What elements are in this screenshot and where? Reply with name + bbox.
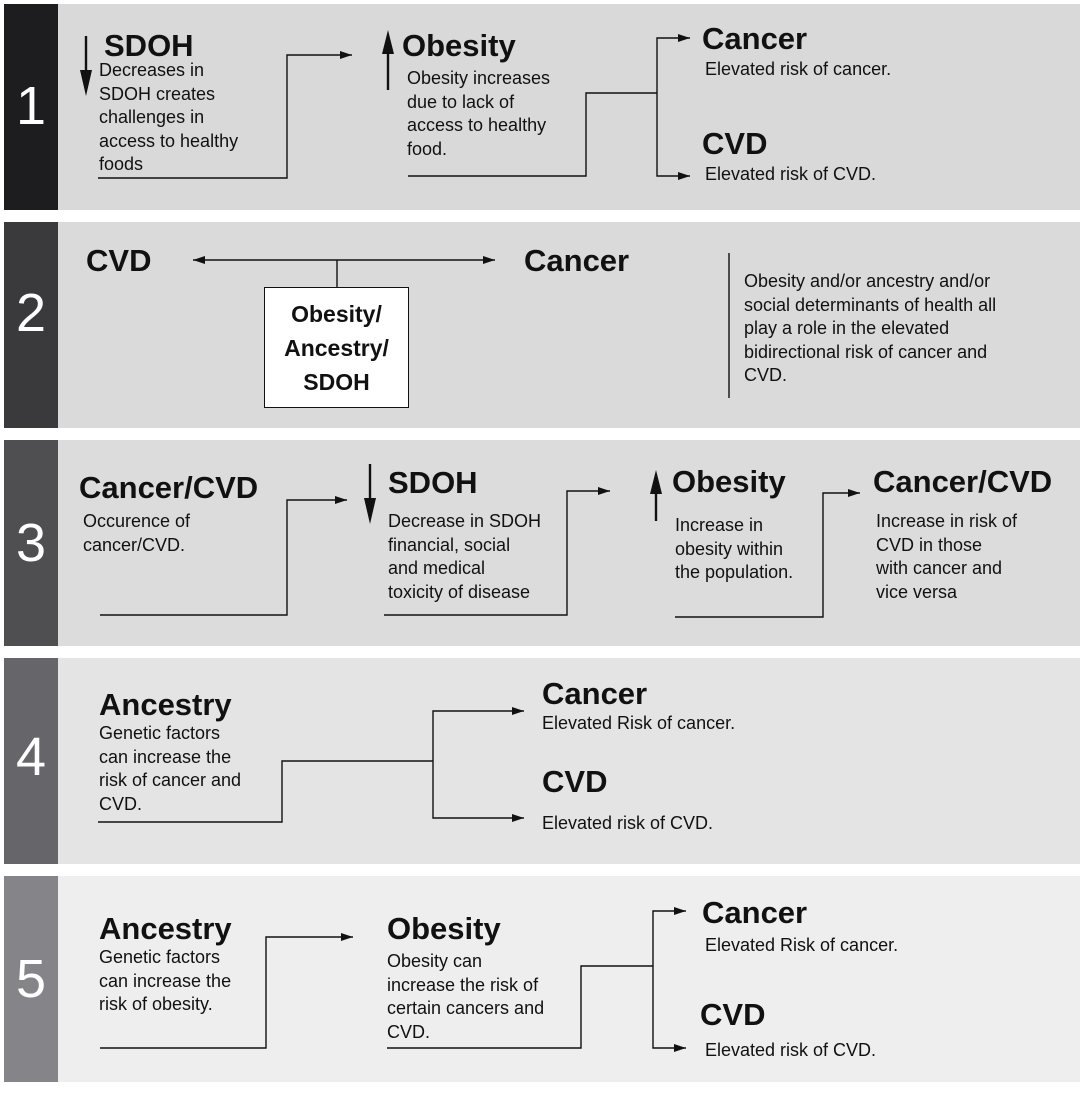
p1-obesity-description: Obesity increases due to lack of access … [407,68,551,159]
p4-cancer-heading: Cancer [542,676,648,711]
p1-connector-sdoh-to-obesity [98,51,352,179]
p3-sdoh-heading: SDOH [388,465,478,500]
p3-obesity-heading: Obesity [672,464,786,499]
p2-note: Obesity and/or ancestry and/or social de… [744,271,997,385]
p1-obesity-heading: Obesity [402,28,516,63]
p3-obesity-up-arrow-icon [650,470,662,494]
p3-connector-3 [675,489,860,618]
p1-connector-to-cancer [656,34,690,93]
p5-cancer-description: Elevated Risk of cancer. [705,935,899,955]
panel-2-number-block [4,222,58,428]
p5-ancestry-description: Genetic factors can increase the risk of… [99,947,232,1014]
p5-cvd-description: Elevated risk of CVD. [705,1040,877,1060]
p2-cancer-label: Cancer [524,243,630,278]
panel-4-background [58,658,1080,864]
sdoh-down-arrow-icon [80,70,92,96]
p5-connector-to-cancer [652,907,686,966]
p1-cancer-description: Elevated risk of cancer. [705,59,892,79]
panel-5-number-block [4,876,58,1082]
p5-obesity-heading: Obesity [387,911,501,946]
p1-connector-obesity-to-split [408,92,657,177]
panel-3-number: 3 [15,513,47,573]
p3-sdoh-down-arrow-icon [364,498,376,524]
obesity-up-arrow-icon [382,30,394,54]
p2-factors-box: Obesity/ Ancestry/ SDOH [264,287,409,408]
p3-start-heading: Cancer/CVD [79,470,259,505]
panel-2-background [58,222,1080,428]
panel-1-number-block [4,4,58,210]
p3-end-heading: Cancer/CVD [873,464,1053,499]
p1-connector-to-cvd [656,93,690,180]
p4-cvd-description: Elevated risk of CVD. [542,813,714,833]
p2-box-line: Obesity/ [291,300,382,327]
panel-4-number-block [4,658,58,864]
p3-connector-1 [100,496,347,616]
p1-sdoh-description: Decreases in SDOH creates challenges in … [99,60,239,174]
p4-cancer-description: Elevated Risk of cancer. [542,713,736,733]
p2-box-line: Ancestry/ [284,334,389,361]
p4-connector-to-cancer [432,707,524,761]
p5-cvd-heading: CVD [700,997,766,1032]
p4-cvd-heading: CVD [542,764,608,799]
p4-connector-ancestry-to-split [98,760,433,823]
p2-cvd-label: CVD [86,243,152,278]
panel-5-number: 5 [15,949,47,1009]
p4-connector-to-cvd [432,761,524,822]
p5-connector-ancestry-to-obesity [100,933,353,1049]
p3-obesity-description: Increase in obesity within the populatio… [675,515,794,582]
p5-obesity-description: Obesity can increase the risk of certain… [387,951,545,1042]
p4-ancestry-heading: Ancestry [99,687,232,722]
p5-cancer-heading: Cancer [702,895,808,930]
p5-connector-to-cvd [652,966,686,1052]
p1-cvd-description: Elevated risk of CVD. [705,164,877,184]
p3-end-description: Increase in risk of CVD in those with ca… [876,511,1018,602]
p3-connector-2 [384,487,610,616]
p5-connector-obesity-to-split [387,965,653,1049]
panel-4-number: 4 [15,727,47,787]
p1-sdoh-heading: SDOH [104,28,194,63]
panel-2-number: 2 [15,283,47,343]
p5-ancestry-heading: Ancestry [99,911,232,946]
panel-3-background [58,440,1080,646]
p1-cvd-heading: CVD [702,126,768,161]
p2-box-line: SDOH [303,368,370,395]
p1-cancer-heading: Cancer [702,21,808,56]
p3-start-description: Occurence of cancer/CVD. [83,511,191,555]
p3-sdoh-description: Decrease in SDOH financial, social and m… [388,511,542,602]
panel-3-number-block [4,440,58,646]
panel-1-number: 1 [15,76,47,136]
p4-ancestry-description: Genetic factors can increase the risk of… [99,723,242,814]
